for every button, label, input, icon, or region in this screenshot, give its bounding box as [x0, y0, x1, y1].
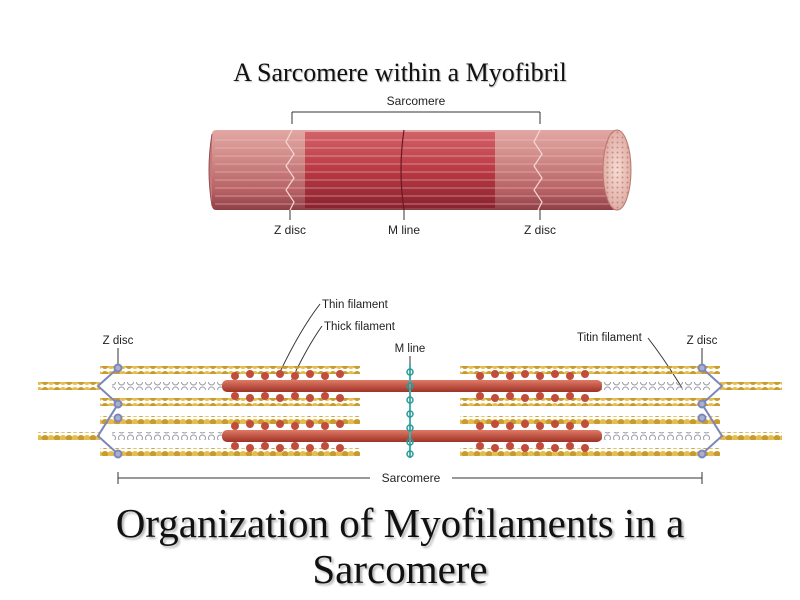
myofibril-diagram: Sarcomere	[208, 94, 632, 237]
m-line-structure	[406, 364, 414, 458]
filament-diagram: Thin filament Thick filament M line Titi…	[38, 299, 782, 485]
titin-filament-label: Titin filament	[577, 332, 643, 344]
m-line-label-bottom: M line	[395, 343, 426, 355]
z-disc-label-bottom-left: Z disc	[103, 335, 134, 347]
z-disc-right-structure	[697, 363, 724, 459]
main-title: Organization of Myofilaments in a Sarcom…	[0, 500, 800, 592]
filament-row-upper	[38, 366, 782, 406]
thick-filament-label: Thick filament	[324, 321, 396, 333]
z-disc-label-top-right: Z disc	[524, 223, 556, 237]
myofibril-cylinder	[208, 129, 632, 211]
sarcomere-bracket-bottom	[117, 472, 703, 484]
m-line-label-top: M line	[388, 223, 420, 237]
z-disc-left-structure	[96, 363, 123, 459]
z-disc-label-bottom-right: Z disc	[687, 335, 718, 347]
sarcomere-bracket	[291, 111, 541, 124]
sarcomere-label-top: Sarcomere	[387, 94, 446, 108]
filament-row-lower	[38, 416, 782, 456]
top-title: A Sarcomere within a Myofibril	[233, 58, 567, 87]
sarcomere-label-bottom: Sarcomere	[382, 471, 441, 485]
thin-filament-label: Thin filament	[322, 299, 389, 311]
z-disc-label-top-left: Z disc	[274, 223, 306, 237]
main-title-line1: Organization of Myofilaments in a	[115, 500, 685, 546]
main-title-line2: Sarcomere	[312, 546, 488, 592]
